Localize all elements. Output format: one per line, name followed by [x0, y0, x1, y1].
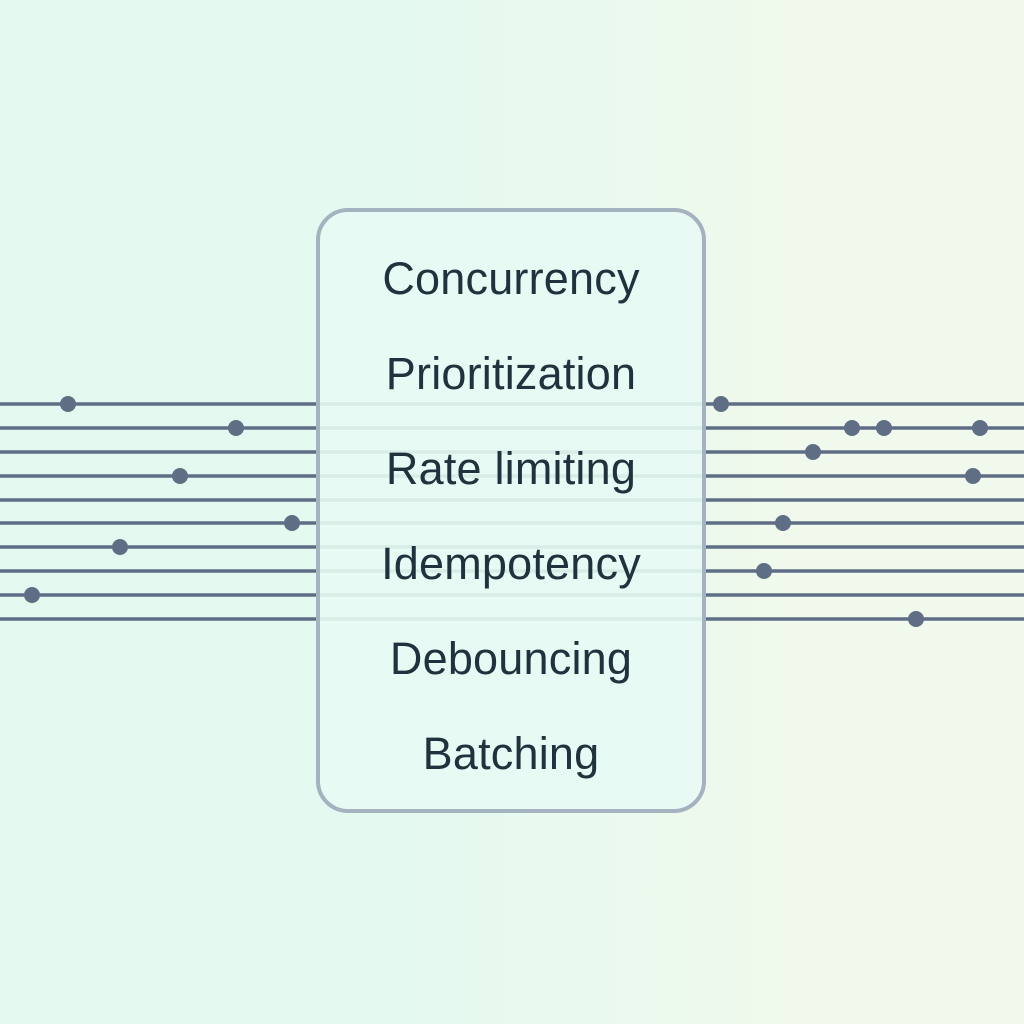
- event-dot: [965, 468, 981, 484]
- card-item-concurrency: Concurrency: [382, 253, 640, 305]
- card-item-batching: Batching: [422, 727, 600, 779]
- event-dot: [972, 420, 988, 436]
- event-dot: [908, 611, 924, 627]
- event-dot: [805, 444, 821, 460]
- event-dot: [844, 420, 860, 436]
- card-item-debouncing: Debouncing: [389, 632, 633, 684]
- event-dot: [24, 587, 40, 603]
- event-dot: [60, 396, 76, 412]
- event-dot: [228, 420, 244, 436]
- event-dot: [756, 563, 772, 579]
- event-dot: [775, 515, 791, 531]
- card-item-prioritization: Prioritization: [385, 348, 637, 400]
- event-dot: [112, 539, 128, 555]
- concepts-card: Concurrency Prioritization Rate limiting…: [316, 208, 706, 813]
- event-dot: [876, 420, 892, 436]
- event-dot: [284, 515, 300, 531]
- event-dot: [713, 396, 729, 412]
- card-item-rate-limiting: Rate limiting: [385, 443, 637, 495]
- card-item-idempotency: Idempotency: [381, 537, 641, 589]
- event-dot: [172, 468, 188, 484]
